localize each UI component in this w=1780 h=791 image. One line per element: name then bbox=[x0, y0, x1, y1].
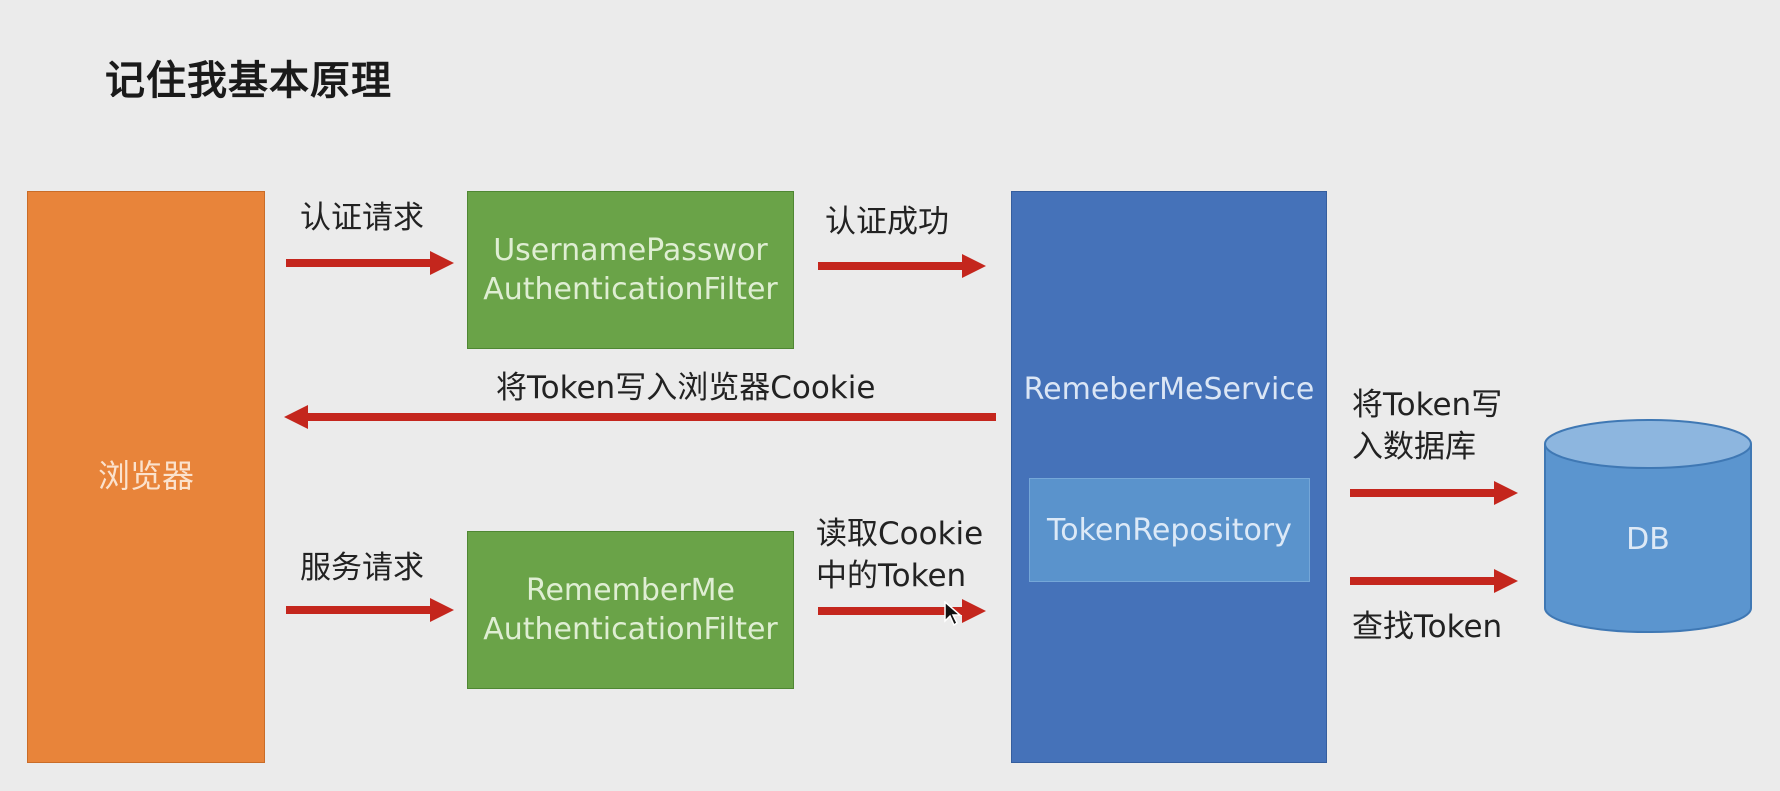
rememberme-filter-node: RememberMe AuthenticationFilter bbox=[467, 531, 794, 689]
database-cylinder-icon bbox=[1544, 419, 1752, 633]
auth-success-label: 认证成功 bbox=[825, 204, 949, 240]
write-db-line-1: 将Token写 bbox=[1352, 387, 1503, 423]
token-repository-node: TokenRepository bbox=[1029, 478, 1310, 582]
read-cookie-arrow bbox=[818, 599, 986, 623]
browser-label: 浏览器 bbox=[97, 457, 194, 496]
write-cookie-arrow bbox=[284, 405, 996, 429]
page-title: 记住我基本原理 bbox=[105, 58, 392, 104]
find-token-arrow bbox=[1350, 569, 1518, 593]
service-request-label: 服务请求 bbox=[300, 550, 424, 586]
write-db-label: 将Token写 入数据库 bbox=[1352, 385, 1502, 469]
browser-node: 浏览器 bbox=[27, 191, 265, 763]
auth-request-arrow bbox=[286, 251, 454, 275]
find-token-label: 查找Token bbox=[1352, 609, 1503, 645]
database-node: DB bbox=[1543, 418, 1753, 634]
read-cookie-line-2: 中的Token bbox=[816, 557, 967, 594]
rememberme-filter-line-2: AuthenticationFilter bbox=[483, 612, 778, 647]
repository-label: TokenRepository bbox=[1047, 512, 1292, 548]
read-cookie-label: 读取Cookie 中的Token bbox=[816, 514, 983, 598]
write-db-line-2: 入数据库 bbox=[1352, 428, 1476, 465]
remember-me-service-node: RemeberMeService TokenRepository bbox=[1011, 191, 1327, 763]
write-cookie-label: 将Token写入浏览器Cookie bbox=[496, 370, 876, 406]
username-filter-line-2: AuthenticationFilter bbox=[483, 272, 778, 307]
read-cookie-line-1: 读取Cookie bbox=[816, 516, 984, 552]
service-label: RemeberMeService bbox=[1023, 372, 1315, 407]
mouse-cursor-icon bbox=[944, 601, 962, 627]
rememberme-filter-line-1: RememberMe bbox=[525, 573, 736, 608]
auth-request-label: 认证请求 bbox=[300, 200, 424, 236]
service-request-arrow bbox=[286, 598, 454, 622]
write-db-arrow bbox=[1350, 481, 1518, 505]
username-password-filter-node: UsernamePasswor AuthenticationFilter bbox=[467, 191, 794, 349]
db-label: DB bbox=[1626, 522, 1670, 557]
auth-success-arrow bbox=[818, 254, 986, 278]
username-filter-line-1: UsernamePasswor bbox=[493, 233, 768, 268]
